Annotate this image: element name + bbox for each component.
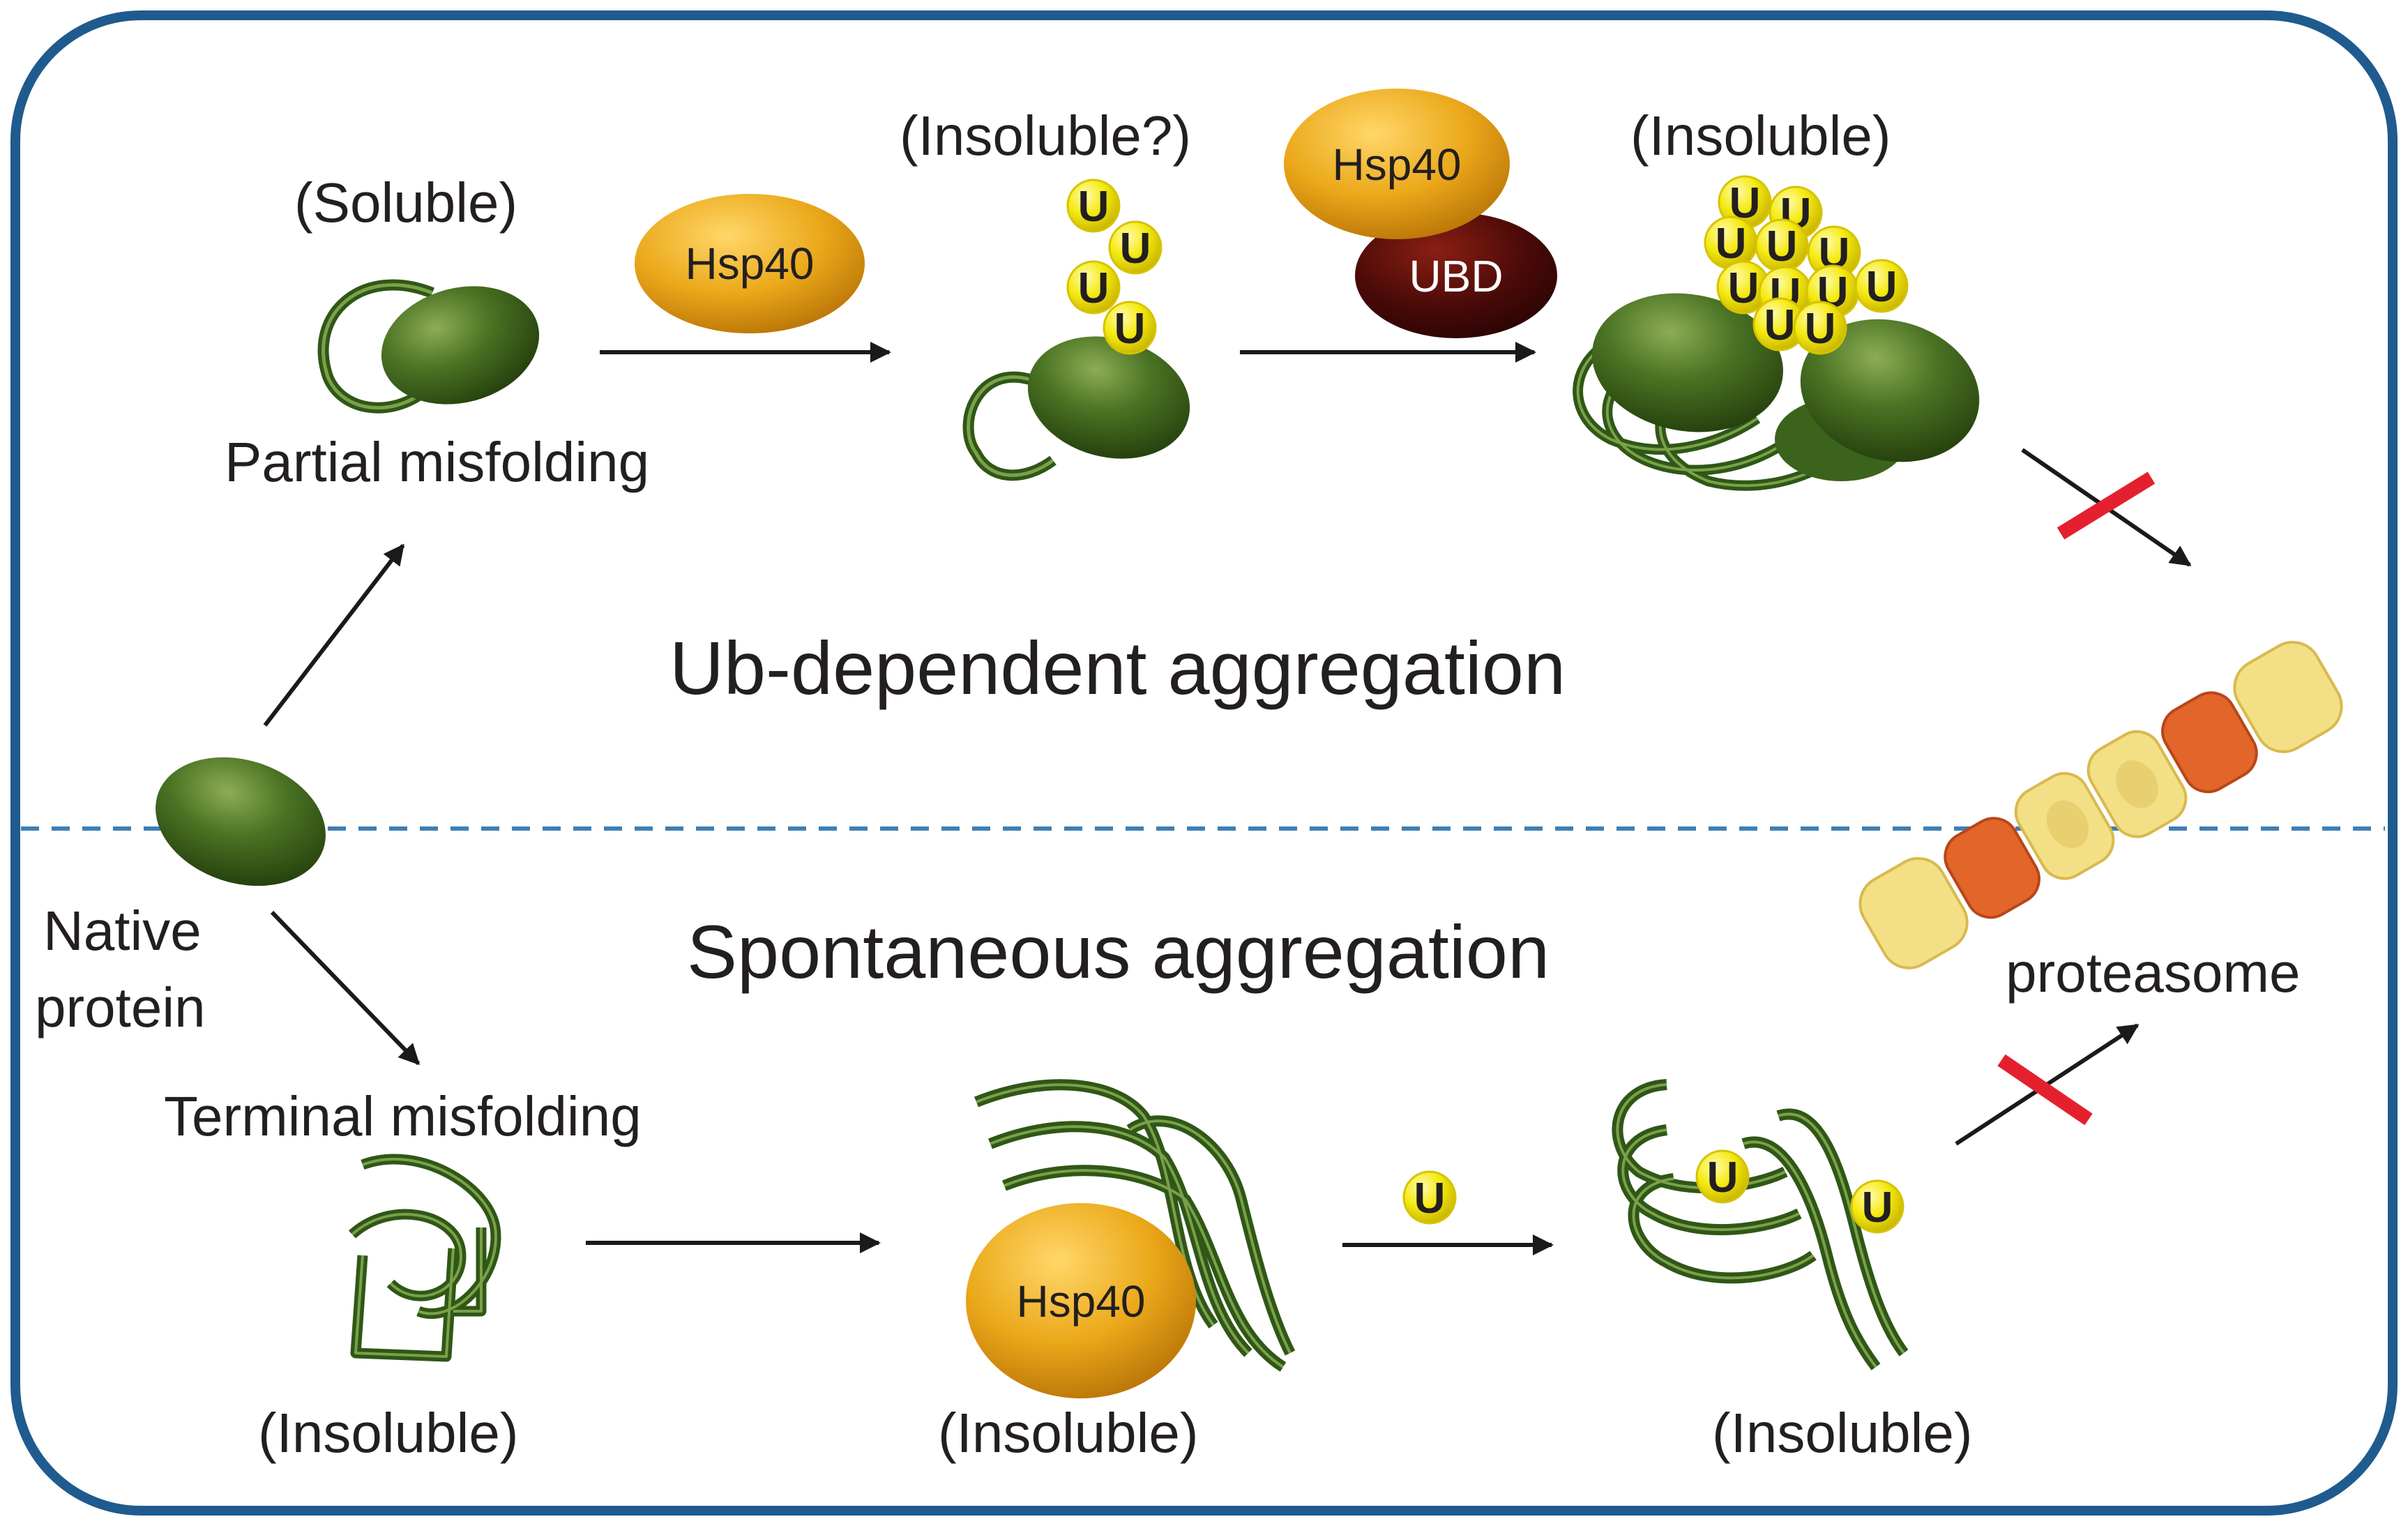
insoluble-question-label: (Insoluble?) [900,105,1191,167]
insoluble-bottom-1-label: (Insoluble) [258,1402,519,1464]
insoluble-bottom-3-label: (Insoluble) [1712,1402,1973,1464]
proteasome-label: proteasome [2006,942,2300,1004]
ubiquitinated-spontaneous-aggregate [1612,1079,1909,1370]
proteasome [1858,640,2343,969]
top-section-title: Ub-dependent aggregation [669,626,1566,710]
terminal-misfolding-label: Terminal misfolding [164,1085,642,1147]
partial-misfolding-label: Partial misfolding [225,431,649,493]
svg-text:Hsp40: Hsp40 [686,239,815,289]
svg-text:Hsp40: Hsp40 [1017,1276,1146,1327]
native-label-line2: protein [35,976,206,1038]
hsp40-ubd-complex: UBD Hsp40 [1284,89,1557,338]
hsp40-chaperone: Hsp40 [635,194,865,333]
svg-text:Hsp40: Hsp40 [1333,139,1462,190]
block-mark-bottom [1997,1054,2093,1126]
outer-frame [10,10,2398,1516]
ubiquitinated-protein [962,179,1190,481]
terminally-misfolded-protein [348,1154,501,1362]
native-label-line1: Native [43,900,202,962]
native-protein [156,757,326,886]
ub-dependent-aggregate [1573,175,1980,491]
bottom-section-title: Spontaneous aggregation [687,909,1550,994]
arrow-to-partial [263,543,405,727]
free-ubiquitin [1402,1170,1457,1225]
hsp40-bound-aggregate: Hsp40 [966,1079,1296,1398]
arrow-to-terminal [270,910,421,1066]
partially-misfolded-protein [317,279,540,414]
insoluble-bottom-2-label: (Insoluble) [938,1402,1199,1464]
soluble-label: (Soluble) [294,172,517,234]
insoluble-top-label: (Insoluble) [1630,105,1891,167]
block-mark-top [2057,471,2156,540]
svg-text:UBD: UBD [1409,251,1503,301]
